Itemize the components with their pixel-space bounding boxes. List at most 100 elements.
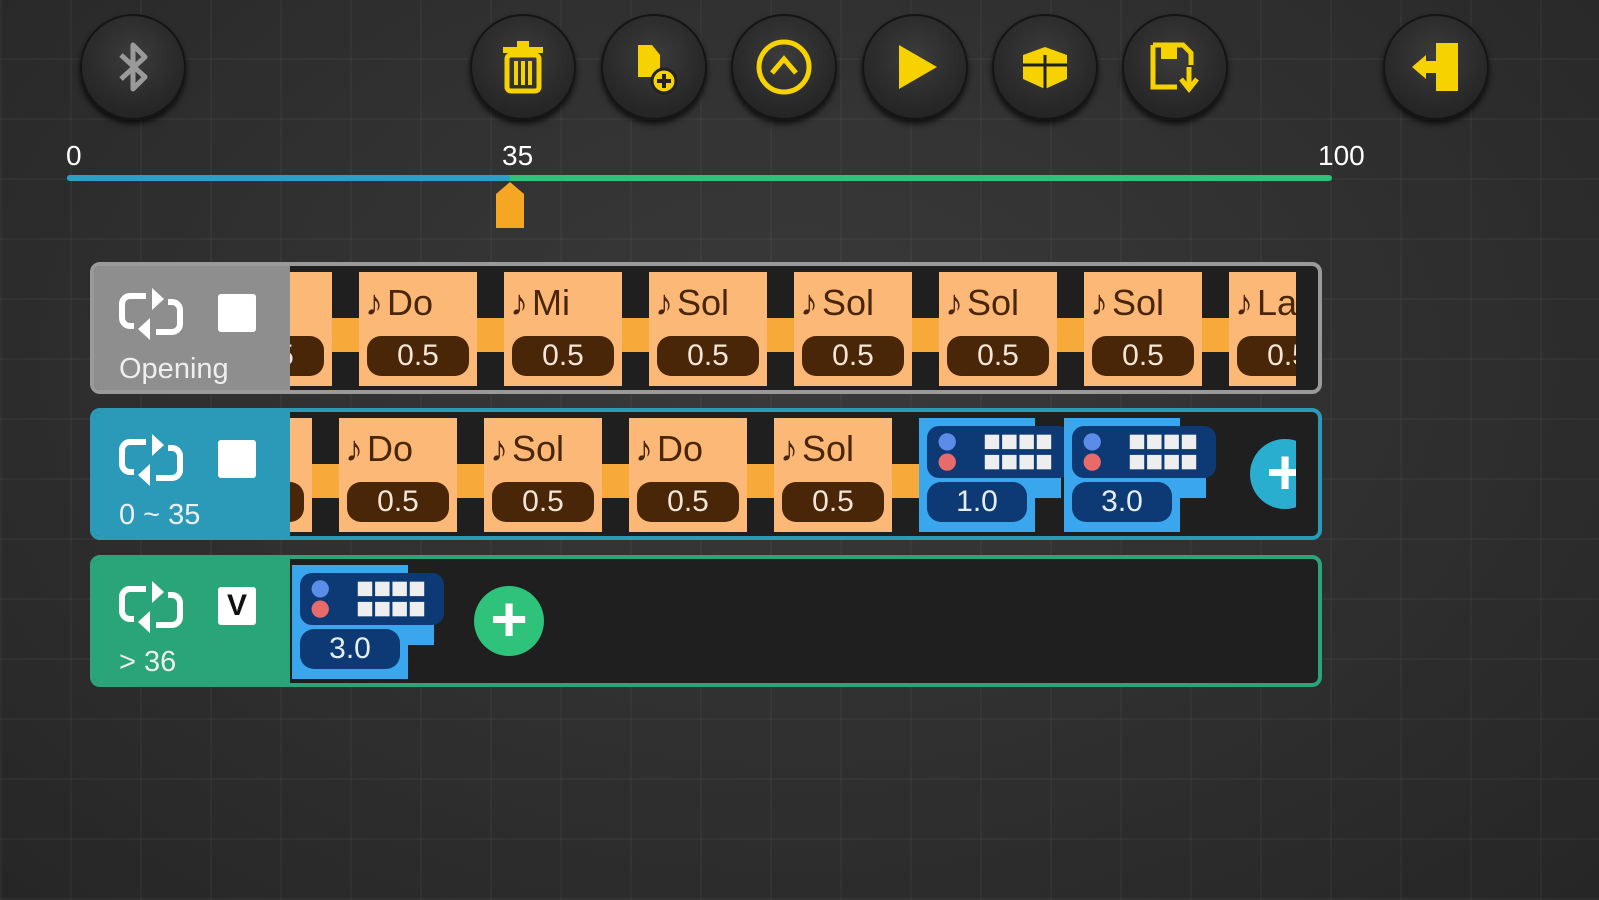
row-checkbox[interactable]	[218, 440, 256, 478]
add-block-icon	[638, 45, 678, 95]
exit-icon	[1412, 43, 1458, 91]
note-duration: 0.5	[1237, 336, 1296, 376]
note-block[interactable]: ♪Do0.5	[290, 272, 332, 386]
led-duration: 3.0	[1072, 482, 1172, 522]
slider-value-label: 35	[502, 140, 534, 171]
note-duration: 0.5	[1092, 336, 1194, 376]
note-duration: 0.5	[782, 482, 884, 522]
play-button[interactable]	[862, 14, 968, 120]
add-block-button[interactable]: +	[474, 586, 544, 656]
save-icon	[1150, 42, 1199, 94]
note-name: Sol	[967, 282, 1020, 323]
music-note-icon: ♪	[1090, 282, 1108, 323]
slider-max-label: 100	[1318, 140, 1365, 171]
slider-thumb[interactable]	[494, 182, 526, 230]
note-duration: 0.5	[347, 482, 449, 522]
music-note-icon: ♪	[345, 428, 363, 469]
loop-icon	[119, 288, 183, 340]
note-duration: 0.5	[637, 482, 739, 522]
loop-icon	[119, 581, 183, 633]
led-matrix-icon	[300, 573, 445, 625]
note-name: Do	[367, 428, 414, 469]
slider-fill	[67, 175, 510, 181]
open-button[interactable]	[992, 14, 1098, 120]
note-name: La	[1257, 282, 1296, 323]
music-note-icon: ♪	[635, 428, 653, 469]
add-block-button[interactable]: +	[1250, 439, 1296, 509]
row-header[interactable]: Opening	[94, 266, 290, 390]
led-matrix-icon	[1072, 426, 1217, 478]
note-block[interactable]: ♪Mi 0.5	[504, 272, 622, 386]
delete-button[interactable]	[470, 14, 576, 120]
loop-icon	[119, 434, 183, 486]
bluetooth-button[interactable]	[80, 14, 186, 120]
plus-icon: +	[1266, 436, 1296, 508]
chevron-up-circle-icon	[756, 39, 812, 95]
music-note-icon: ♪	[510, 282, 528, 323]
save-button[interactable]	[1122, 14, 1228, 120]
block-lane: 3.0 +	[290, 559, 1296, 683]
threshold-slider[interactable]	[67, 175, 1332, 181]
add-block-button[interactable]	[601, 14, 707, 120]
note-block[interactable]: ♪Do 0.5	[339, 418, 457, 532]
row-header[interactable]: 0 ~ 35	[94, 412, 290, 536]
note-duration: 0.5	[512, 336, 614, 376]
block-lane: ♪Do0.5♪Do0.5♪Mi0.5♪Sol0.5♪Sol0.5♪Sol0.5♪…	[290, 266, 1296, 390]
note-name: Sol	[802, 428, 855, 469]
timeline-row[interactable]: 0 ~ 35♪Sol0.5♪Do0.5♪Sol0.5♪Do0.5♪Sol0.51…	[90, 408, 1322, 540]
bluetooth-icon	[119, 42, 148, 92]
note-block[interactable]: ♪Sol 0.5	[794, 272, 912, 386]
music-note-icon: ♪	[655, 282, 673, 323]
music-note-icon: ♪	[800, 282, 818, 323]
music-note-icon: ♪	[1235, 282, 1253, 323]
led-duration: 3.0	[300, 629, 400, 669]
note-block[interactable]: ♪Sol 0.5	[939, 272, 1057, 386]
row-label: > 36	[119, 646, 177, 678]
note-name: Do	[387, 282, 434, 323]
led-block[interactable]: 3.0	[1064, 418, 1217, 532]
timeline-row[interactable]: Opening♪Do0.5♪Do0.5♪Mi0.5♪Sol0.5♪Sol0.5♪…	[90, 262, 1322, 394]
note-duration: 0.5	[290, 336, 324, 376]
led-duration: 1.0	[927, 482, 1027, 522]
upload-button[interactable]	[731, 14, 837, 120]
note-duration: 0.5	[367, 336, 469, 376]
note-duration: 0.5	[947, 336, 1049, 376]
note-duration: 0.5	[802, 336, 904, 376]
note-name: Mi	[532, 282, 570, 323]
note-block[interactable]: ♪La 0.5	[1229, 272, 1296, 386]
row-header[interactable]: V > 36	[94, 559, 290, 683]
exit-button[interactable]	[1383, 14, 1489, 120]
note-name: Sol	[677, 282, 730, 323]
note-duration: 0.5	[657, 336, 759, 376]
music-note-icon: ♪	[945, 282, 963, 323]
note-block[interactable]: ♪Sol 0.5	[649, 272, 767, 386]
note-name: Sol	[1112, 282, 1165, 323]
music-note-icon: ♪	[780, 428, 798, 469]
note-block[interactable]: ♪Sol 0.5	[1084, 272, 1202, 386]
trash-icon	[503, 41, 543, 94]
play-icon	[899, 45, 937, 89]
note-duration: 0.5	[290, 482, 304, 522]
note-block[interactable]: ♪Do 0.5	[629, 418, 747, 532]
led-matrix-icon	[927, 426, 1072, 478]
row-checkbox[interactable]: V	[218, 587, 256, 625]
row-label: 0 ~ 35	[119, 499, 201, 531]
music-note-icon: ♪	[365, 282, 383, 323]
box-icon	[1023, 47, 1067, 89]
slider-min-label: 0	[66, 140, 82, 171]
row-checkbox[interactable]	[218, 294, 256, 332]
music-note-icon: ♪	[490, 428, 508, 469]
note-duration: 0.5	[492, 482, 594, 522]
note-block[interactable]: ♪Do 0.5	[359, 272, 477, 386]
note-name: Do	[657, 428, 704, 469]
led-block[interactable]: 3.0	[292, 565, 445, 679]
note-block[interactable]: ♪Sol 0.5	[484, 418, 602, 532]
led-block[interactable]: 1.0	[919, 418, 1072, 532]
row-label: Opening	[119, 353, 229, 385]
note-block[interactable]: ♪Sol 0.5	[774, 418, 892, 532]
note-name: Sol	[822, 282, 875, 323]
note-name: Sol	[512, 428, 565, 469]
